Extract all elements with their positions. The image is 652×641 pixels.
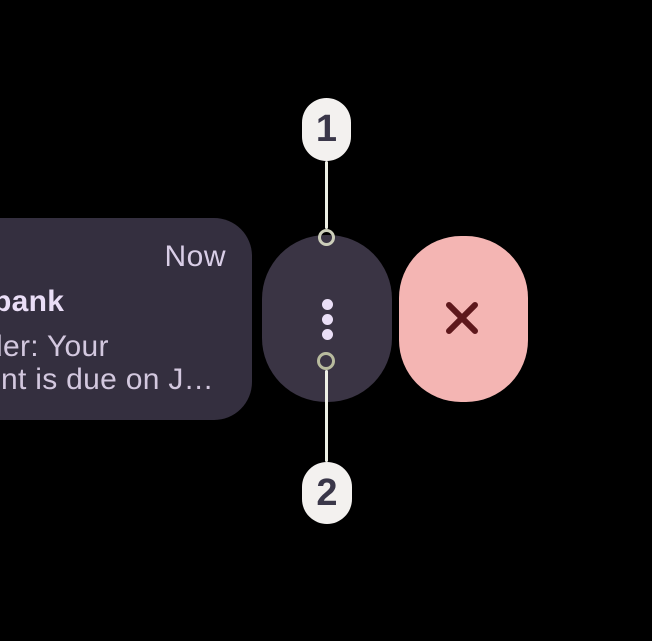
dismiss-button[interactable] [399, 236, 528, 402]
callout-badge-1: 1 [302, 98, 351, 161]
close-x-icon [446, 302, 478, 334]
ellipsis-dot [321, 299, 333, 310]
notification-body-line2: nt is due on J… [1, 363, 214, 396]
callout-badge-1-label: 1 [315, 108, 338, 150]
notification-card[interactable]: Now bank der: Your nt is due on J… [0, 218, 252, 420]
callout-line-1 [325, 161, 328, 229]
callout-line-2 [325, 370, 328, 462]
ellipsis-dot [321, 329, 333, 340]
callout-ring-top [318, 229, 335, 246]
vertical-ellipsis-icon [262, 299, 392, 340]
callout-badge-2-label: 2 [316, 471, 338, 514]
notification-timestamp: Now [164, 240, 226, 273]
callout-badge-2: 2 [302, 462, 352, 524]
notification-title: bank [0, 285, 65, 318]
callout-ring-bottom [317, 352, 335, 370]
ellipsis-dot [321, 314, 333, 325]
notification-body-line1: der: Your [0, 330, 109, 363]
